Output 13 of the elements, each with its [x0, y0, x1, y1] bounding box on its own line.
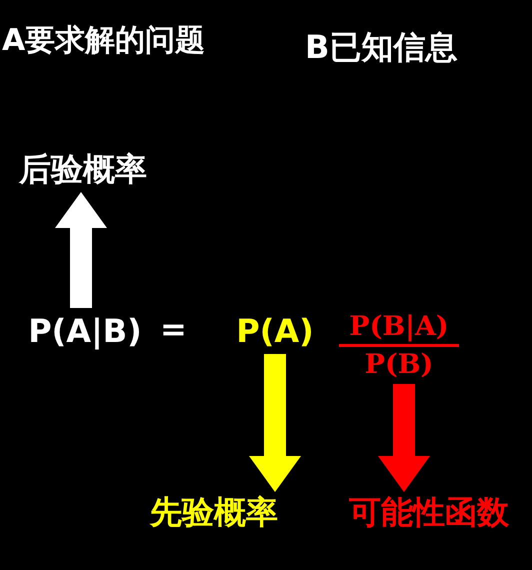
heading-text: B已知信息 — [305, 27, 458, 68]
equals-sign: = — [160, 310, 187, 348]
denominator: P(B) — [364, 348, 434, 380]
heading-text: A要求解的问题 — [2, 22, 206, 60]
result-label: 可能性函数 — [328, 492, 530, 534]
arrow — [249, 354, 301, 492]
numerator: P(B|A) — [349, 310, 449, 342]
formula-term: P(A) — [230, 308, 320, 354]
result-label: 先验概率 — [132, 492, 296, 534]
arrow — [55, 192, 107, 308]
arrow — [378, 384, 430, 492]
formula-term: P(A|B) — [18, 308, 152, 354]
result-label: 后验概率 — [4, 148, 162, 192]
